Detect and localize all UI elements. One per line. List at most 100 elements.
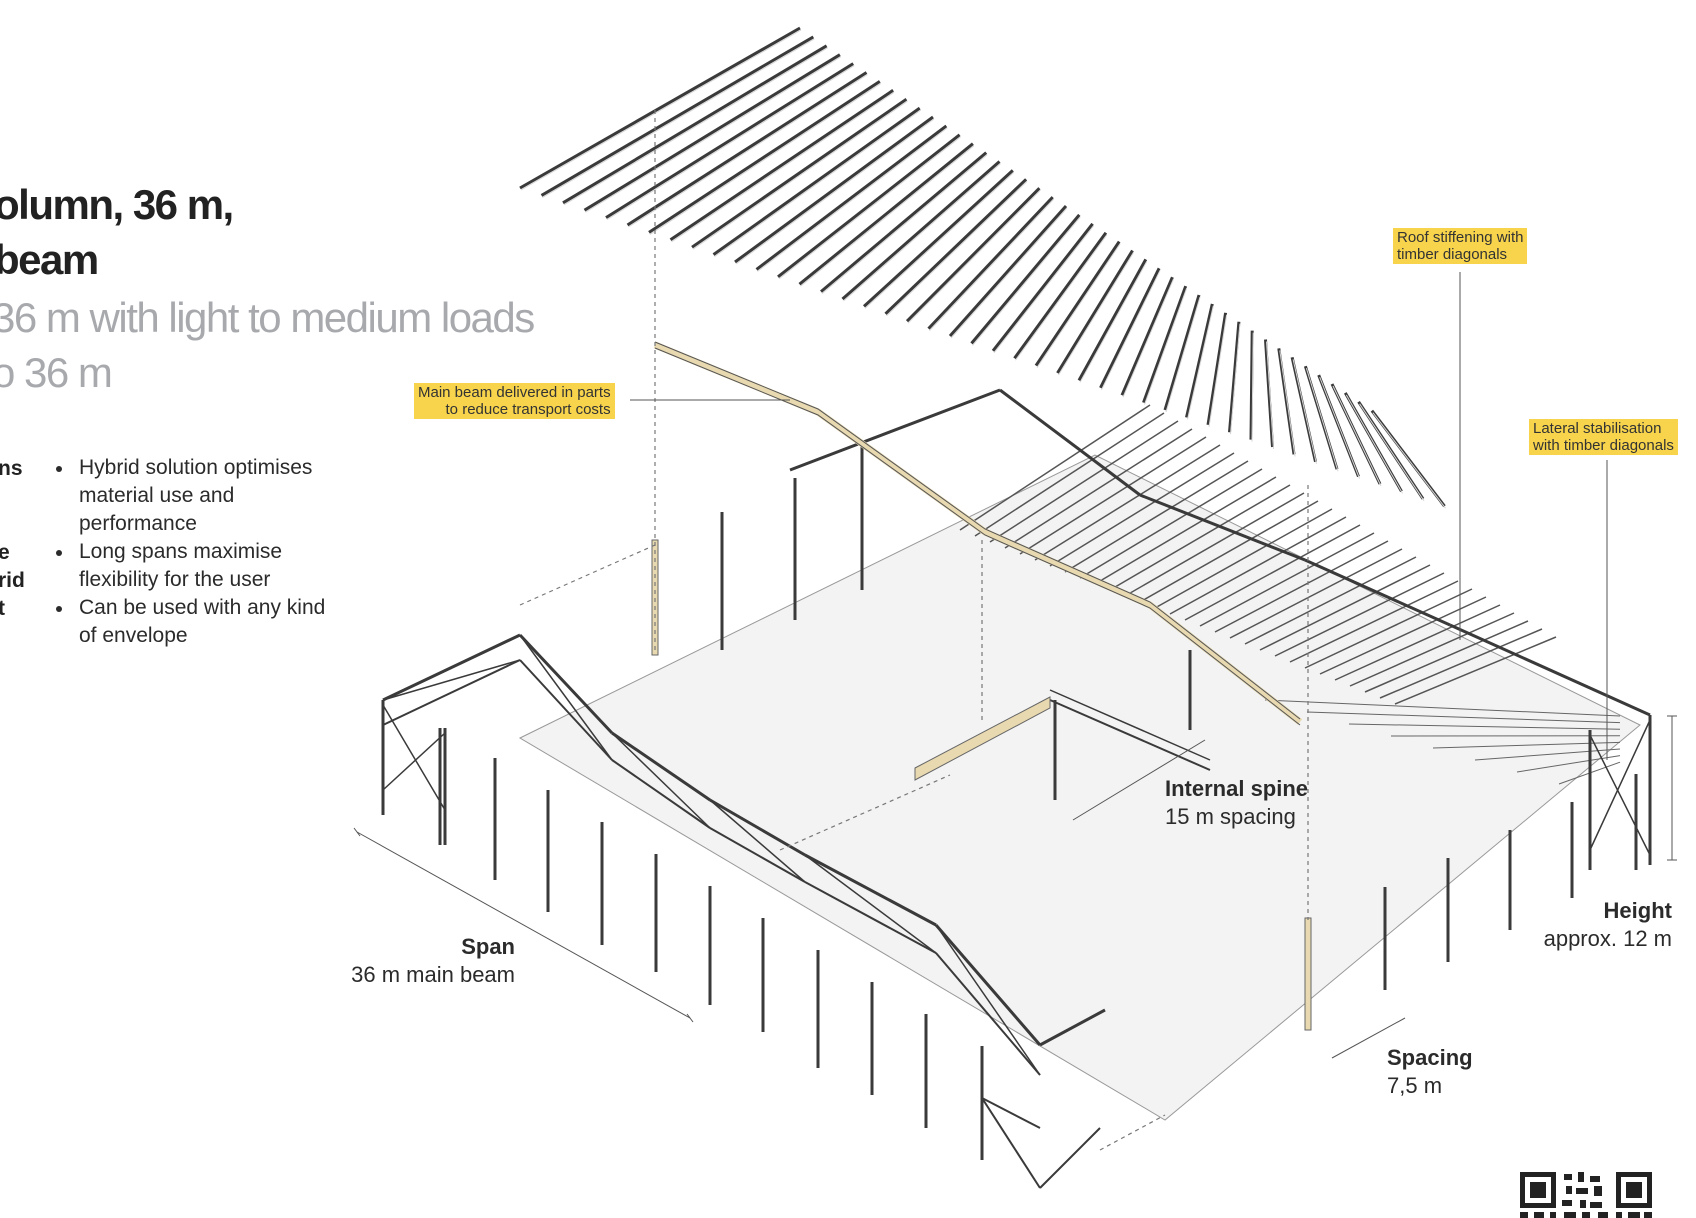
timber-spine-beam (914, 696, 1051, 781)
page-title-line2: beam (0, 236, 99, 283)
roof-purlin (712, 106, 921, 256)
roof-purlin-edge (800, 145, 975, 287)
dimension-height: Height approx. 12 m (1543, 898, 1672, 951)
side-label: rid (0, 569, 25, 592)
roof-purlin (1277, 348, 1296, 455)
roof-purlin-edge (864, 172, 1015, 309)
dimension-lines (353, 715, 1677, 1059)
end-frame-brace (1039, 1127, 1101, 1189)
end-frame-brace (1589, 719, 1651, 851)
roof-purlin-edge (714, 109, 921, 258)
roof-purlin (777, 133, 961, 278)
roof-rafter (1244, 556, 1417, 645)
truss-chord (999, 388, 1141, 497)
page-subtitle-line1: 36 m with light to medium loads (0, 294, 535, 341)
roof-purlin (1185, 303, 1214, 418)
truss-chord (709, 827, 806, 883)
projection-lines (519, 110, 1309, 1151)
roof-rafter (1349, 612, 1515, 687)
roof-purlin (1013, 231, 1108, 360)
truss-chord (789, 388, 1001, 472)
roof-rafter (1319, 596, 1487, 675)
roof-purlin (927, 196, 1054, 330)
roof-purlin-edge (1230, 323, 1241, 435)
roof-purlin (1099, 267, 1161, 389)
roof-purlin (820, 151, 988, 293)
roof-purlin-edge (1279, 350, 1296, 457)
roof-purlin (905, 187, 1041, 323)
roof-rafter (1004, 428, 1193, 549)
truss-chord (1039, 1008, 1106, 1047)
callout-roof-stiffening: Roof stiffening with timber diagonals (1393, 228, 1528, 264)
roof-purlin-edge (1319, 376, 1360, 479)
callout-main-beam: Main beam delivered in parts to reduce t… (414, 383, 615, 419)
roof-purlin-edge (1359, 403, 1425, 502)
roof-purlin-edge (1332, 385, 1382, 487)
roof-rafter (1034, 444, 1221, 561)
truss-chord (1139, 493, 1306, 562)
roof-purlin (1077, 258, 1148, 382)
roof-rafter (1379, 628, 1543, 699)
roof-rafter (1139, 500, 1319, 603)
roof-rafter (1334, 604, 1501, 681)
end-frame-brace (981, 1097, 1041, 1129)
truss-chord (934, 924, 1042, 1046)
roof-purlin-edge (1015, 234, 1108, 361)
roof-purlin-edge (585, 56, 842, 213)
roof-purlin-edge (1292, 359, 1317, 464)
roof-purlin-edge (1058, 252, 1134, 376)
roof-rafter (1094, 476, 1277, 585)
end-frame-brace (382, 732, 446, 791)
trusses (381, 388, 1652, 1189)
dimension-internal-spine: Internal spine 15 m spacing (1165, 776, 1309, 829)
truss-chord (1304, 558, 1451, 627)
roof-rafter (1019, 436, 1207, 555)
roof-purlin-edge (1208, 314, 1228, 427)
roof-rafter (1259, 564, 1431, 651)
truss-chord (935, 952, 1041, 1076)
roof-purlin-edge (1266, 341, 1274, 450)
roof-rafter (989, 420, 1179, 543)
truss-chord (382, 633, 521, 702)
roof-purlin-edge (993, 225, 1094, 354)
roof-rafter (1064, 460, 1249, 573)
roof-purlin-edge (649, 82, 882, 235)
roof-rafter (1199, 532, 1375, 627)
truss-web (611, 732, 711, 829)
truss-web (382, 659, 521, 701)
qr-code-icon (1520, 1172, 1652, 1218)
roof-rafter (1364, 620, 1529, 693)
roof-purlin (841, 160, 1001, 301)
timber-post-right (1304, 917, 1312, 1031)
roof-purlin-edge (671, 91, 895, 243)
roof-purlin (583, 53, 841, 212)
roof-rafter (1184, 524, 1361, 621)
roof-purlin (1290, 356, 1317, 463)
roof-rafter (1124, 492, 1305, 597)
callout-lateral-stabilisation: Lateral stabilisation with timber diagon… (1529, 419, 1678, 455)
truss-web (804, 854, 937, 954)
side-label: ns (0, 457, 23, 480)
truss-web (519, 634, 613, 761)
roof-purlin-low (1348, 723, 1621, 730)
roof-purlin (626, 71, 868, 227)
roof-purlin (1228, 321, 1241, 433)
roof-rafter (1289, 580, 1459, 663)
roof-rafter (1304, 588, 1473, 669)
roof-purlin (1120, 276, 1174, 396)
dimension-span: Span 36 m main beam (351, 934, 515, 987)
roof-purlin (755, 124, 948, 271)
roof-purlin-edge (886, 180, 1028, 317)
side-label: e (0, 541, 10, 564)
roof-purlin (669, 89, 894, 242)
roof-rafter (1214, 540, 1389, 633)
roof-purlin-edge (1101, 270, 1161, 391)
roof-purlin-edge (1187, 305, 1214, 420)
roof-purlin-edge (843, 163, 1001, 302)
dimension-spacing: Spacing 7,5 m (1387, 1045, 1473, 1098)
roof-rafter (1079, 468, 1263, 579)
